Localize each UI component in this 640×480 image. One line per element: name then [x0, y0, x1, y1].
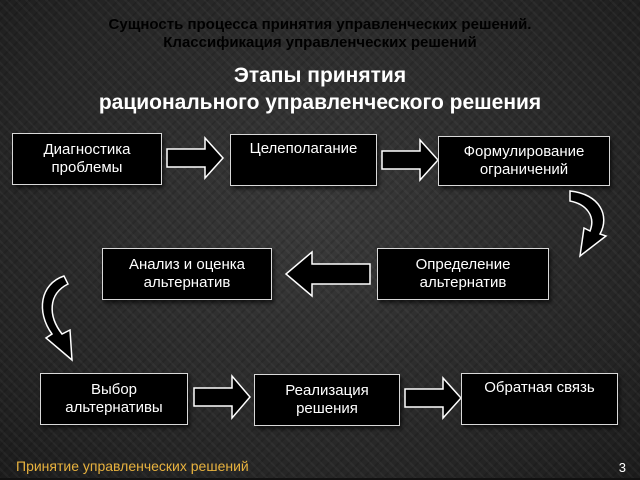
right-arrow-icon	[166, 136, 225, 180]
step-box-analysis: Анализ и оценка альтернатив	[102, 248, 272, 300]
step-box-implementation: Реализация решения	[254, 374, 400, 426]
curved-down-arrow-icon	[569, 190, 608, 258]
step-box-goal-setting: Целеполагание	[230, 134, 377, 186]
page-number: 3	[618, 460, 626, 475]
step-label: Выбор альтернативы	[65, 381, 163, 416]
step-label: Формулирование ограничений	[463, 143, 585, 178]
right-arrow-icon	[193, 373, 251, 421]
step-label: Реализация решения	[285, 382, 369, 417]
step-label: Анализ и оценка альтернатив	[129, 256, 245, 291]
slide-title: Этапы принятия рационального управленчес…	[0, 62, 640, 116]
step-box-feedback: Обратная связь	[461, 373, 618, 425]
slide-header: Сущность процесса принятия управленчески…	[0, 16, 640, 52]
step-label: Обратная связь	[484, 379, 595, 396]
title-line-2: рационального управленческого решения	[98, 91, 542, 114]
right-arrow-icon	[381, 138, 440, 182]
right-arrow-icon	[404, 376, 463, 420]
footer-title: Принятие управленческих решений	[16, 458, 249, 474]
footer-divider	[0, 478, 640, 480]
step-box-choice: Выбор альтернативы	[40, 373, 188, 425]
step-label: Целеполагание	[249, 140, 358, 157]
left-arrow-icon	[284, 250, 371, 298]
header-line-1: Сущность процесса принятия управленчески…	[108, 16, 532, 33]
step-box-alternatives: Определение альтернатив	[377, 248, 549, 300]
step-box-constraints: Формулирование ограничений	[438, 136, 610, 186]
curved-down-arrow-icon	[41, 275, 73, 362]
step-label: Диагностика проблемы	[43, 141, 131, 176]
step-box-diagnostics: Диагностика проблемы	[12, 133, 162, 185]
header-line-2: Классификация управленческих решений	[163, 34, 477, 51]
title-line-1: Этапы принятия	[233, 64, 407, 87]
step-label: Определение альтернатив	[415, 256, 511, 291]
